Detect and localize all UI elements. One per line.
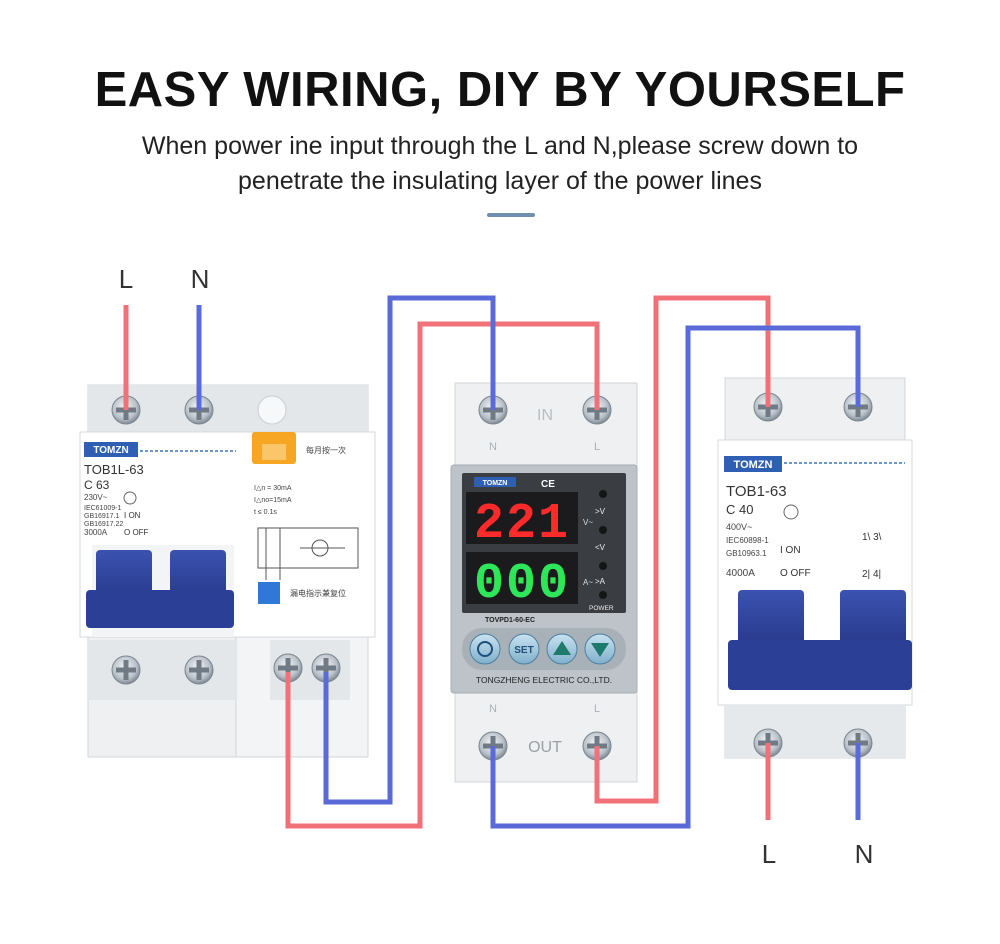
mcb-pole-bottom: 2| 4| <box>862 569 881 580</box>
rcbo-test-hint: 每月按一次 <box>306 445 346 455</box>
mcb-spec-1: IEC60898-1 <box>726 536 769 545</box>
indicator-over-current: >A <box>595 577 606 586</box>
indicator-over-voltage: >V <box>595 507 606 516</box>
power-icon <box>477 641 493 657</box>
mcb-brand: TOMZN <box>734 459 773 471</box>
protector-out-terminal-l: L <box>594 703 600 715</box>
mcb-model: TOB1-63 <box>726 483 787 500</box>
protector-in-terminal-l: L <box>594 441 600 453</box>
ccc-mark-icon <box>123 491 137 505</box>
triangle-down-icon <box>591 643 609 657</box>
rcbo-output-screw-2[interactable] <box>184 655 214 685</box>
voltage-protector: IN OUT N L N L TOMZN CE 221 000 V~ A~ >V… <box>450 382 638 783</box>
rcbo-rating: C 63 <box>84 478 110 492</box>
rcbo-spec-3: GB16917.22 <box>84 521 123 528</box>
current-display: 000 <box>474 556 570 613</box>
rcbo-spec-1: IEC61009-1 <box>84 505 121 512</box>
output-neutral-label: N <box>855 839 874 869</box>
rcbo-leak-spec-0: I△n = 30mA <box>254 485 292 492</box>
rcbo-spec-4: 3000A <box>84 528 108 537</box>
wires <box>123 295 861 829</box>
protector-model: TOVPD1-60-EC <box>485 617 535 624</box>
triangle-up-icon <box>553 641 571 655</box>
rcbo-on-label: I ON <box>124 511 141 520</box>
live-wire-rcbo-to-protector <box>285 321 600 829</box>
mcb-off-label: O OFF <box>780 568 811 579</box>
neutral-wire-rcbo-to-protector <box>323 295 496 805</box>
output-live-label: L <box>762 839 776 869</box>
title-divider <box>487 213 535 217</box>
set-button-label: SET <box>514 645 533 656</box>
rcbo-breaker: TOMZN TOB1L-63 C 63 230V~ IEC61009-1 GB1… <box>79 384 376 758</box>
indicator-power: POWER <box>589 605 614 612</box>
unit-volts: V~ <box>583 518 593 527</box>
leak-indicator <box>258 582 280 604</box>
rcbo-indicator-hint: 漏电指示兼复位 <box>290 588 346 598</box>
input-live-label: L <box>119 264 133 294</box>
mcb-rating: C 40 <box>726 502 753 517</box>
mcb-pole-top: 1\ 3\ <box>862 532 882 543</box>
mcb-spec-3: 4000A <box>726 568 755 579</box>
ce-mark: CE <box>541 479 555 490</box>
rcbo-off-label: O OFF <box>124 528 149 537</box>
mcb-ccc-mark-icon <box>783 504 799 520</box>
rcbo-spec-0: 230V~ <box>84 493 108 502</box>
input-neutral-label: N <box>191 264 210 294</box>
neutral-wire-protector-to-mcb <box>490 325 861 829</box>
protector-in-label: IN <box>537 407 553 424</box>
subtitle-line-2: penetrate the insulating layer of the po… <box>238 167 762 195</box>
rcbo-model: TOB1L-63 <box>84 462 144 477</box>
protector-out-terminal-n: N <box>489 703 497 715</box>
page-title: EASY WIRING, DIY BY YOURSELF <box>94 63 906 117</box>
rcbo-brand: TOMZN <box>93 445 128 456</box>
protector-brand: TOMZN <box>483 480 508 487</box>
protector-out-label: OUT <box>528 739 562 756</box>
mcb-spec-2: GB10963.1 <box>726 549 767 558</box>
rcbo-leak-spec-1: I△no=15mA <box>254 497 292 504</box>
rcbo-schematic-icon <box>257 527 359 580</box>
rcbo-output-screw-1[interactable] <box>111 655 141 685</box>
protector-in-terminal-n: N <box>489 441 497 453</box>
indicator-under-voltage: <V <box>595 543 606 552</box>
live-wire-protector-to-mcb <box>594 295 771 804</box>
unit-amps: A~ <box>583 578 593 587</box>
power-button[interactable] <box>469 633 501 665</box>
subtitle-line-1: When power ine input through the L and N… <box>141 132 859 160</box>
mcb-on-label: I ON <box>780 545 801 556</box>
set-button[interactable] <box>508 633 540 665</box>
voltage-display: 221 <box>474 496 570 553</box>
protector-maker: TONGZHENG ELECTRIC CO.,LTD. <box>476 675 612 685</box>
rcbo-spec-2: GB16917.1 <box>84 513 120 520</box>
mcb-breaker: TOMZN TOB1-63 C 40 400V~ IEC60898-1 GB10… <box>717 377 913 759</box>
rcbo-leak-spec-2: t ≤ 0.1s <box>254 509 277 516</box>
mcb-spec-0: 400V~ <box>726 522 752 532</box>
